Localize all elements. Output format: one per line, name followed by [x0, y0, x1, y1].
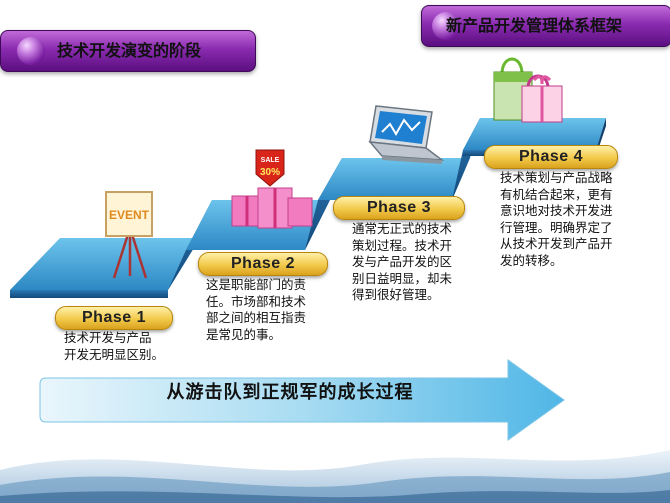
- step-1-platform: [10, 238, 200, 290]
- sale-tag-value: 30%: [260, 167, 280, 178]
- purple-sphere-icon: [17, 37, 45, 65]
- phase-1-description: 技术开发与产品 开发无明显区别。: [64, 330, 165, 362]
- growth-arrow: [39, 359, 565, 441]
- growth-arrow-text: 从游击队到正规军的成长过程: [166, 382, 414, 403]
- sale-tag-text: SALE: [261, 157, 280, 164]
- step-3-platform: [318, 158, 470, 200]
- bottom-wave-decoration: [0, 450, 670, 503]
- phase-3-label: Phase 3: [333, 196, 465, 220]
- gift-boxes-sale-icon: SALE 30%: [231, 149, 313, 229]
- laptop-icon: [368, 105, 444, 164]
- shopping-bags-icon: [493, 57, 563, 123]
- step-4-platform: [463, 118, 606, 150]
- stage-title-tab: 技术开发演变的阶段: [0, 30, 256, 72]
- framework-title-tab: 新产品开发管理体系框架: [421, 5, 670, 47]
- phase-2-description: 这是职能部门的责 任。市场部和技术 部之间的相互指责 是常见的事。: [206, 277, 307, 342]
- phase-4-description: 技术策划与产品战略 有机结合起来，更有 意识地对技术开发进 行管理。明确界定了 …: [500, 170, 613, 268]
- phase-4-label: Phase 4: [484, 145, 618, 169]
- phase-2-label: Phase 2: [198, 252, 328, 276]
- easel-event-text: EVENT: [109, 208, 150, 222]
- framework-title-text: 新产品开发管理体系框架: [446, 16, 623, 35]
- stage-title-text: 技术开发演变的阶段: [57, 41, 202, 60]
- purple-sphere-icon: [432, 12, 460, 40]
- phase-3-description: 通常无正式的技术 策划过程。技术开 发与产品开发的区 别日益明显，却未 得到很好…: [352, 221, 453, 302]
- event-easel-icon: EVENT: [105, 191, 153, 279]
- phase-1-label: Phase 1: [55, 306, 173, 330]
